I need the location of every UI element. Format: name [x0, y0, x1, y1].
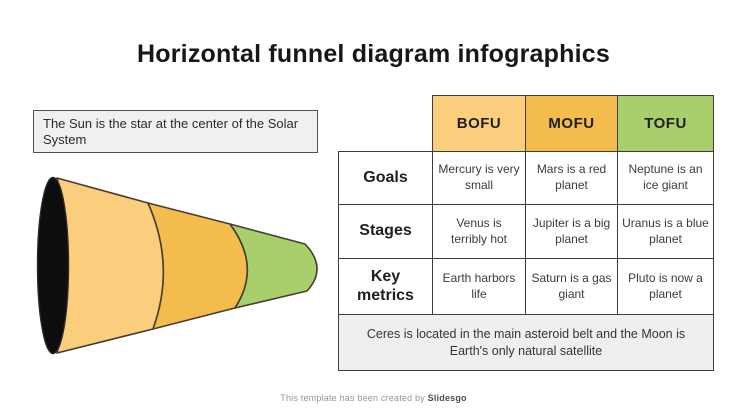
column-header-bofu: BOFU [432, 95, 526, 152]
row-label-goals: Goals [338, 151, 433, 205]
cell-metrics-bofu: Earth harbors life [432, 258, 526, 315]
column-header-tofu: TOFU [617, 95, 714, 152]
cell-metrics-mofu: Saturn is a gas giant [525, 258, 618, 315]
row-label-stages: Stages [338, 204, 433, 259]
funnel-segment-bofu [56, 177, 165, 354]
credit-text: This template has been created by [280, 393, 428, 403]
page-title: Horizontal funnel diagram infographics [137, 40, 610, 68]
table-row-goals: Goals Mercury is very small Mars is a re… [338, 151, 714, 205]
cell-stages-bofu: Venus is terribly hot [432, 204, 526, 259]
row-label-key-metrics: Key metrics [338, 258, 433, 315]
column-header-mofu: MOFU [525, 95, 618, 152]
funnel-diagram [36, 176, 318, 355]
credit-line: This template has been created by Slides… [0, 393, 747, 403]
funnel-segment-tofu [229, 223, 318, 309]
cell-metrics-tofu: Pluto is now a planet [617, 258, 714, 315]
table-header-row: BOFU MOFU TOFU [339, 95, 714, 152]
table-row-stages: Stages Venus is terribly hot Jupiter is … [338, 204, 714, 259]
cell-stages-mofu: Jupiter is a big planet [525, 204, 618, 259]
table-footer-row: Ceres is located in the main asteroid be… [338, 314, 714, 371]
planet-table: BOFU MOFU TOFU Goals Mercury is very sma… [338, 95, 714, 371]
cell-goals-tofu: Neptune is an ice giant [617, 151, 714, 205]
table-corner-cell [339, 96, 433, 152]
cell-goals-mofu: Mars is a red planet [525, 151, 618, 205]
credit-brand: Slidesgo [427, 393, 467, 403]
funnel-segment-mofu [147, 202, 249, 330]
note-box: The Sun is the star at the center of the… [33, 110, 318, 153]
cell-goals-bofu: Mercury is very small [432, 151, 526, 205]
table-footer-note: Ceres is located in the main asteroid be… [338, 314, 714, 371]
cell-stages-tofu: Uranus is a blue planet [617, 204, 714, 259]
table-row-key-metrics: Key metrics Earth harbors life Saturn is… [338, 258, 714, 315]
funnel-mouth [36, 176, 70, 355]
